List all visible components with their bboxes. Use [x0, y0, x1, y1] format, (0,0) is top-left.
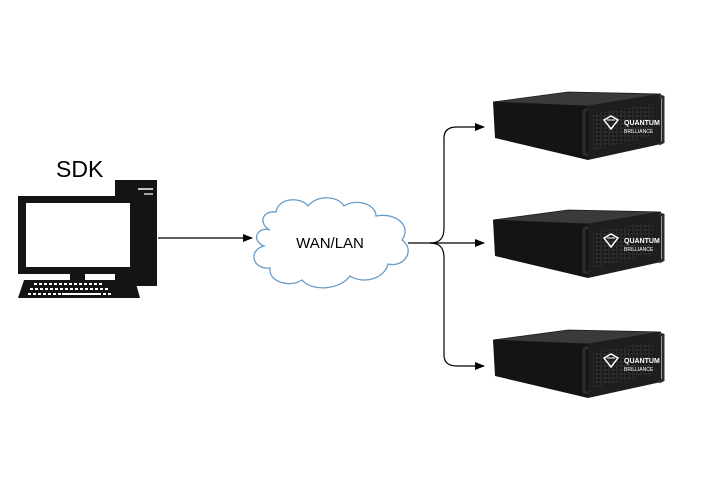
server-3: QUANTUM BRILLIANCE — [491, 328, 665, 400]
cloud-icon — [253, 197, 409, 289]
server-3-brand-sub: BRILLIANCE — [624, 367, 654, 373]
server-3-brand: QUANTUM — [624, 358, 660, 365]
network-label: WAN/LAN — [296, 235, 364, 252]
sdk-label: SDK — [56, 156, 104, 182]
server-1-brand-sub: BRILLIANCE — [624, 129, 654, 135]
keyboard-keys — [28, 283, 111, 295]
monitor-screen — [26, 203, 130, 267]
server-1: QUANTUM BRILLIANCE — [491, 90, 665, 162]
server-2-brand: QUANTUM — [624, 238, 660, 245]
server-2-brand-sub: BRILLIANCE — [624, 247, 654, 253]
computer-icon — [18, 180, 157, 298]
server-1-brand: QUANTUM — [624, 120, 660, 127]
server-2: QUANTUM BRILLIANCE — [491, 208, 665, 280]
links-cloud-servers — [408, 123, 485, 370]
